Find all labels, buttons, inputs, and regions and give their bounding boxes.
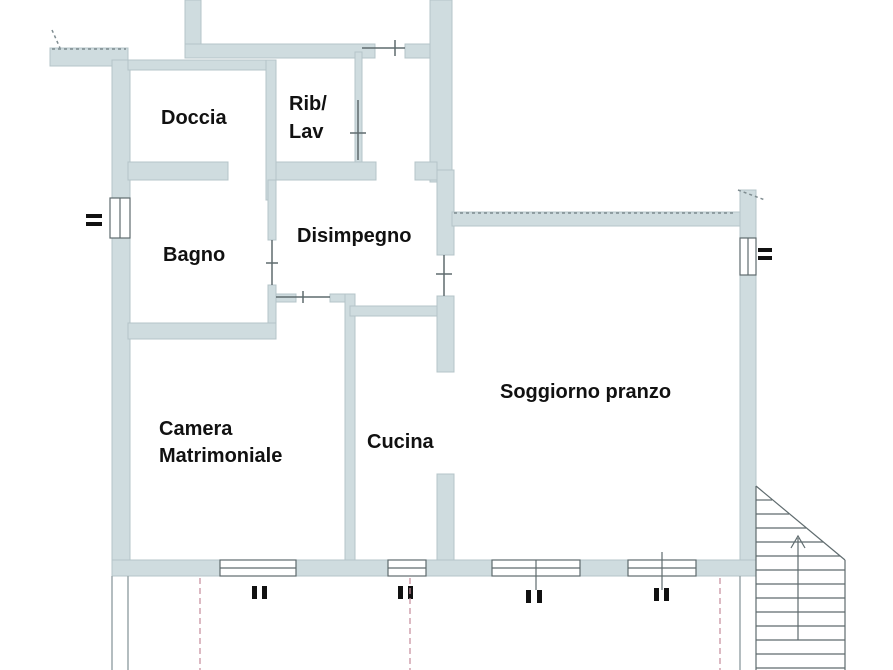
fixture-markers [86, 214, 772, 603]
wall-riblav-bottom2 [414, 161, 438, 181]
wall-bagno-bottom [127, 322, 277, 340]
walls [49, 0, 757, 577]
wall-bottom-3 [425, 559, 493, 577]
stair-arrow-head [790, 534, 806, 549]
wall-cucina-right-bottom [436, 473, 455, 565]
door-marks [266, 40, 452, 303]
wall-left-outer [111, 59, 131, 576]
wall-bottom-5 [695, 559, 757, 577]
staircase [755, 485, 846, 670]
label-rib-lav-line2: Lav [289, 121, 324, 143]
wall-bottom-4 [579, 559, 629, 577]
label-cucina: Cucina [367, 431, 435, 453]
balcony [111, 576, 741, 670]
wall-cucina-left [344, 293, 356, 565]
wall-soggiorno-top [451, 211, 755, 227]
window-ticks [535, 552, 663, 590]
wall-top-right-vertical [429, 0, 453, 183]
wall-doccia-right [265, 59, 277, 201]
wall-bottom-2 [295, 559, 389, 577]
wall-doccia-bottom [127, 161, 229, 181]
wall-cucina-top [275, 293, 297, 303]
wall-soggiorno-right-top [739, 189, 757, 239]
wall-bottom-1 [111, 559, 221, 577]
wall-soggiorno-right [739, 274, 757, 576]
broken-wall-edges [51, 29, 766, 214]
label-doccia: Doccia [161, 107, 227, 129]
label-bagno: Bagno [163, 244, 225, 266]
wall-cucina-right-top [436, 295, 455, 373]
wall-disimpegno-right [436, 169, 455, 256]
wall-cucina-top3 [349, 305, 441, 317]
label-camera-line1: Camera [159, 418, 233, 440]
label-rib-lav-line1: Rib/ [289, 93, 327, 115]
room-labels: Doccia Rib/ Lav Bagno Disimpegno Camera … [159, 93, 671, 467]
label-disimpegno: Disimpegno [297, 225, 411, 247]
wall-riblav-bottom [275, 161, 377, 181]
wall-doccia-top [127, 59, 277, 71]
wall-top-mid [184, 43, 376, 59]
label-camera-line2: Matrimoniale [159, 445, 282, 467]
wall-bagno-right-top [267, 179, 277, 241]
wall-top-left [49, 47, 129, 67]
label-soggiorno-pranzo: Soggiorno pranzo [500, 381, 671, 403]
